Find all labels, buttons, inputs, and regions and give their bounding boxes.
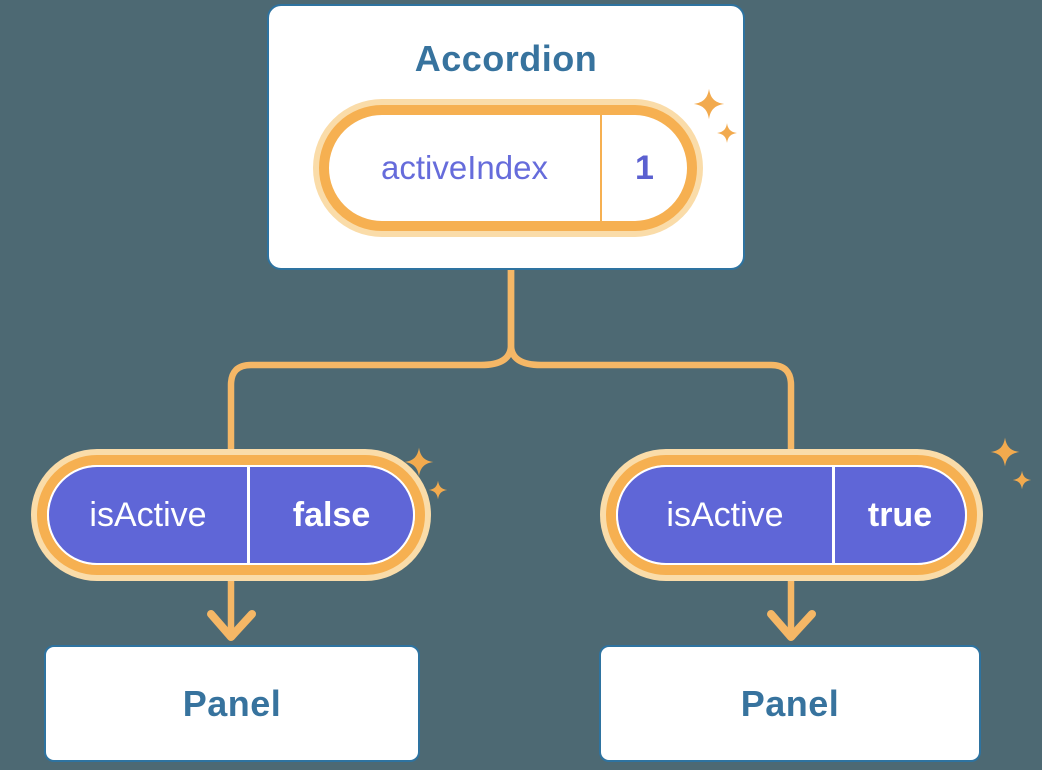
panel-right-label: Panel [740,682,840,724]
panel-left-label: Panel [182,682,282,724]
panel-card-right: Panel [599,645,981,762]
panel-card-left: Panel [44,645,420,762]
prop-pill-left: isActive false [37,455,425,575]
sparkle-icon [404,447,434,477]
prop-pill-right: isActive true [606,455,977,575]
state-name: activeIndex [381,149,548,186]
sparkle-icon [1012,470,1032,490]
sparkle-icon [990,437,1020,467]
connector-left-branch [227,269,515,633]
prop-value-left: false [247,467,413,563]
arrowhead-right-icon [767,610,816,641]
connector-right-branch [507,269,795,633]
prop-name-right: isActive [666,495,784,534]
prop-pill-right-body: isActive true [616,465,967,565]
state-value: 1 [600,115,687,221]
sparkle-icon [428,480,448,500]
accordion-title: Accordion [414,38,598,79]
state-pill: activeIndex 1 [319,105,697,231]
prop-name-left: isActive [89,495,207,534]
arrowhead-left-icon [207,610,256,641]
prop-value-right: true [832,467,965,563]
prop-pill-left-body: isActive false [47,465,415,565]
